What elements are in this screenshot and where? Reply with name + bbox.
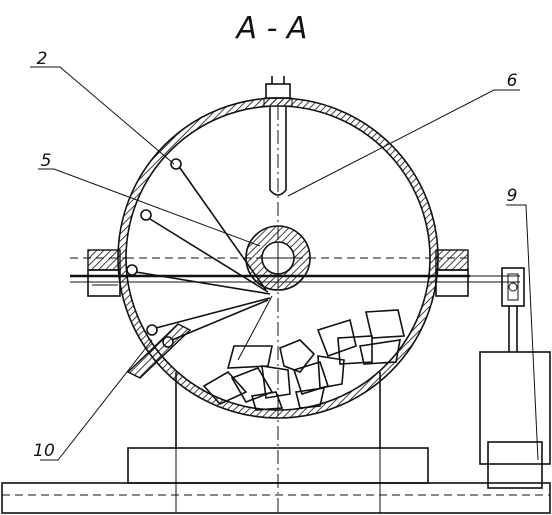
right-bearing [435,249,469,297]
callout-2: 2 [37,49,48,69]
central-hub [245,225,311,291]
drive-mechanism [472,267,551,489]
left-bearing [87,249,121,297]
flexible-arms [126,158,273,361]
callout-5: 5 [41,151,52,171]
material-lumps [202,309,405,411]
base-plate [1,447,551,514]
section-title: A - A [235,11,308,46]
callout-9: 9 [507,186,518,206]
leader-lines [30,66,539,461]
callout-6: 6 [507,71,518,91]
support-stand [175,372,381,448]
top-rod [263,76,293,196]
side-tube [126,323,192,379]
callout-10: 10 [33,441,55,461]
